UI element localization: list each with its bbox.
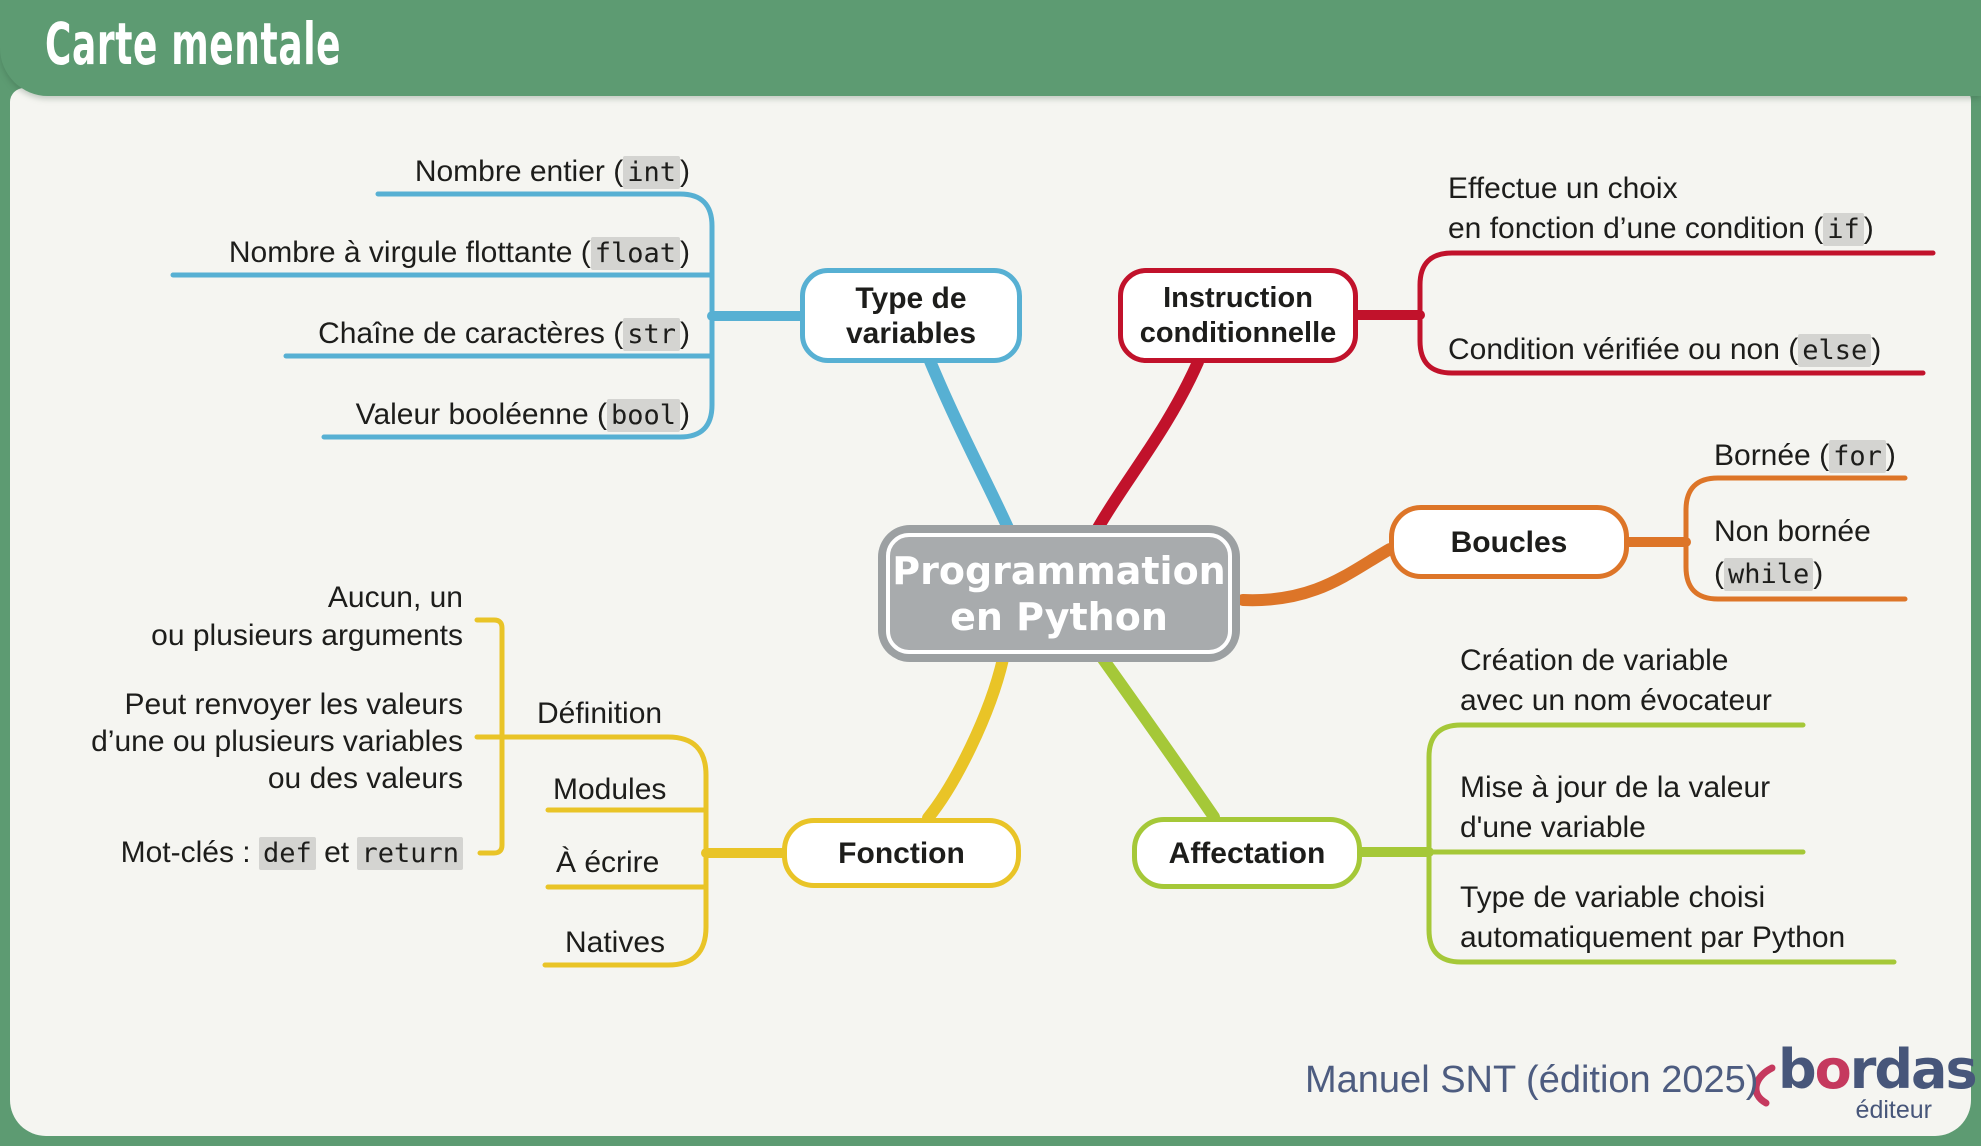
edition-credit: Manuel SNT (édition 2025) (1305, 1059, 1759, 1101)
leaf-for-close: ) (1885, 439, 1896, 472)
bordas-logo: bordas (1778, 1038, 1978, 1101)
leaf-if-line2: en fonction d’une condition (if) (1448, 209, 1874, 250)
subitem-modules: Modules (553, 773, 667, 806)
bordas-logo-subtitle: éditeur (1855, 1096, 1932, 1124)
leaf-if-text: en fonction d’une condition ( (1448, 212, 1824, 245)
bordas-logo-o: o (1814, 1038, 1852, 1101)
affectation-curve (1097, 653, 1220, 823)
central-node: Programmation en Python (878, 525, 1240, 662)
leaf-type-line1: Type de variable choisi (1460, 881, 1766, 914)
leaf-for: Bornée (for) (1714, 438, 1896, 475)
leaf-else-text: Condition vérifiée ou non ( (1448, 333, 1799, 366)
leaf-int-text: Nombre entier ( (414, 155, 624, 188)
leaf-while: Non bornée (while) (1714, 511, 1871, 596)
leaf-float: Nombre à virgule flottante (float) (229, 235, 690, 272)
leaf-for-code: for (1829, 440, 1886, 473)
node-fonction: Fonction (782, 818, 1021, 888)
leaf-str-code: str (623, 318, 680, 351)
leaf-while-close: ) (1813, 557, 1824, 590)
leaf-if-line1: Effectue un choix (1448, 172, 1678, 205)
leaf-type-line2: automatiquement par Python (1460, 921, 1846, 954)
leaf-while-line1: Non bornée (1714, 515, 1871, 548)
node-boucles-label: Boucles (1450, 525, 1568, 559)
leaf-if-close: ) (1863, 212, 1874, 245)
subitem-natives: Natives (565, 926, 666, 959)
leaf-else-close: ) (1871, 333, 1882, 366)
leaf-for-text: Bornée ( (1714, 439, 1830, 472)
leaf-mise-line2: d'une variable (1460, 811, 1646, 844)
variables-curve (924, 355, 1014, 534)
leaf-int: Nombre entier (int) (415, 154, 690, 191)
leaf-if: Effectue un choix en fonction d’une cond… (1448, 169, 1874, 250)
leaf-renvoi-line2: d’une ou plusieurs variables (91, 725, 463, 758)
node-type-de-variables-line2: variables (845, 316, 977, 350)
node-type-de-variables-line1: Type de (855, 281, 967, 315)
node-type-de-variables: Type de variables (800, 268, 1022, 363)
conditionnelle-curve (1092, 356, 1204, 534)
leaf-mise-line1: Mise à jour de la valeur (1460, 771, 1771, 804)
leaf-while-code: while (1724, 558, 1814, 591)
bordas-swoosh-icon (1752, 1064, 1776, 1107)
definition-group-bracket (474, 617, 505, 856)
leaf-else: Condition vérifiée ou non (else) (1448, 331, 1881, 370)
leaf-mot-cles-text: Mot-clés : (120, 836, 259, 869)
leaf-str: Chaîne de caractères (str) (318, 316, 690, 353)
central-node-line2: en Python (950, 594, 1168, 639)
leaf-bool-text: Valeur booléenne ( (355, 398, 607, 431)
leaf-mise-a-jour: Mise à jour de la valeur d'une variable (1460, 768, 1770, 848)
central-node-line1: Programmation (892, 548, 1226, 593)
node-affectation-label: Affectation (1168, 836, 1326, 870)
affectation-bracket (1426, 722, 1897, 965)
fonction-curve (922, 653, 1009, 824)
leaf-def-code: def (258, 837, 316, 870)
leaf-arguments-line1: Aucun, un (327, 581, 463, 614)
leaf-mot-cles-et: et (315, 836, 358, 869)
leaf-str-close: ) (680, 317, 690, 350)
page-title: Carte mentale (45, 10, 342, 78)
boucles-curve (1237, 543, 1396, 607)
leaf-int-close: ) (680, 155, 690, 188)
central-node-inner: Programmation en Python (886, 533, 1232, 654)
leaf-int-code: int (623, 156, 680, 189)
subitem-definition: Définition (537, 697, 663, 730)
leaf-while-open: ( (1714, 557, 1724, 590)
leaf-creation-line1: Création de variable (1460, 644, 1729, 677)
subitem-a-ecrire: À écrire (556, 846, 660, 879)
bordas-logo-rdas: rdas (1849, 1038, 1978, 1101)
leaf-mot-cles: Mot-clés : def et return (121, 834, 463, 873)
leaf-if-code: if (1823, 213, 1864, 246)
header-bar: Carte mentale (0, 0, 1981, 96)
leaf-float-code: float (590, 237, 680, 270)
leaf-arguments-line2: ou plusieurs arguments (151, 619, 463, 652)
leaf-bool: Valeur booléenne (bool) (356, 397, 690, 434)
leaf-renvoi-line1: Peut renvoyer les valeurs (124, 688, 464, 721)
leaf-creation-variable: Création de variable avec un nom évocate… (1460, 641, 1772, 721)
node-boucles: Boucles (1389, 505, 1629, 579)
leaf-type-automatique: Type de variable choisi automatiquement … (1460, 878, 1845, 958)
node-instruction-line2: conditionnelle (1139, 316, 1337, 349)
leaf-bool-code: bool (606, 399, 680, 432)
node-affectation: Affectation (1132, 817, 1362, 889)
leaf-creation-line2: avec un nom évocateur (1460, 684, 1772, 717)
leaf-float-text: Nombre à virgule flottante ( (228, 236, 591, 269)
leaf-float-close: ) (680, 236, 690, 269)
bordas-logo-b: b (1778, 1038, 1817, 1101)
node-instruction-line1: Instruction (1163, 281, 1313, 314)
leaf-bool-close: ) (680, 398, 690, 431)
leaf-else-code: else (1798, 334, 1872, 367)
leaf-renvoi-line3: ou des valeurs (267, 762, 463, 795)
node-instruction-conditionnelle: Instruction conditionnelle (1118, 268, 1358, 363)
leaf-while-line2: (while) (1714, 553, 1871, 596)
leaf-str-text: Chaîne de caractères ( (318, 317, 624, 350)
leaf-renvoi-valeurs: Peut renvoyer les valeurs d’une ou plusi… (91, 686, 463, 797)
leaf-return-code: return (357, 837, 463, 870)
leaf-arguments: Aucun, un ou plusieurs arguments (151, 579, 463, 655)
node-fonction-label: Fonction (838, 836, 965, 870)
